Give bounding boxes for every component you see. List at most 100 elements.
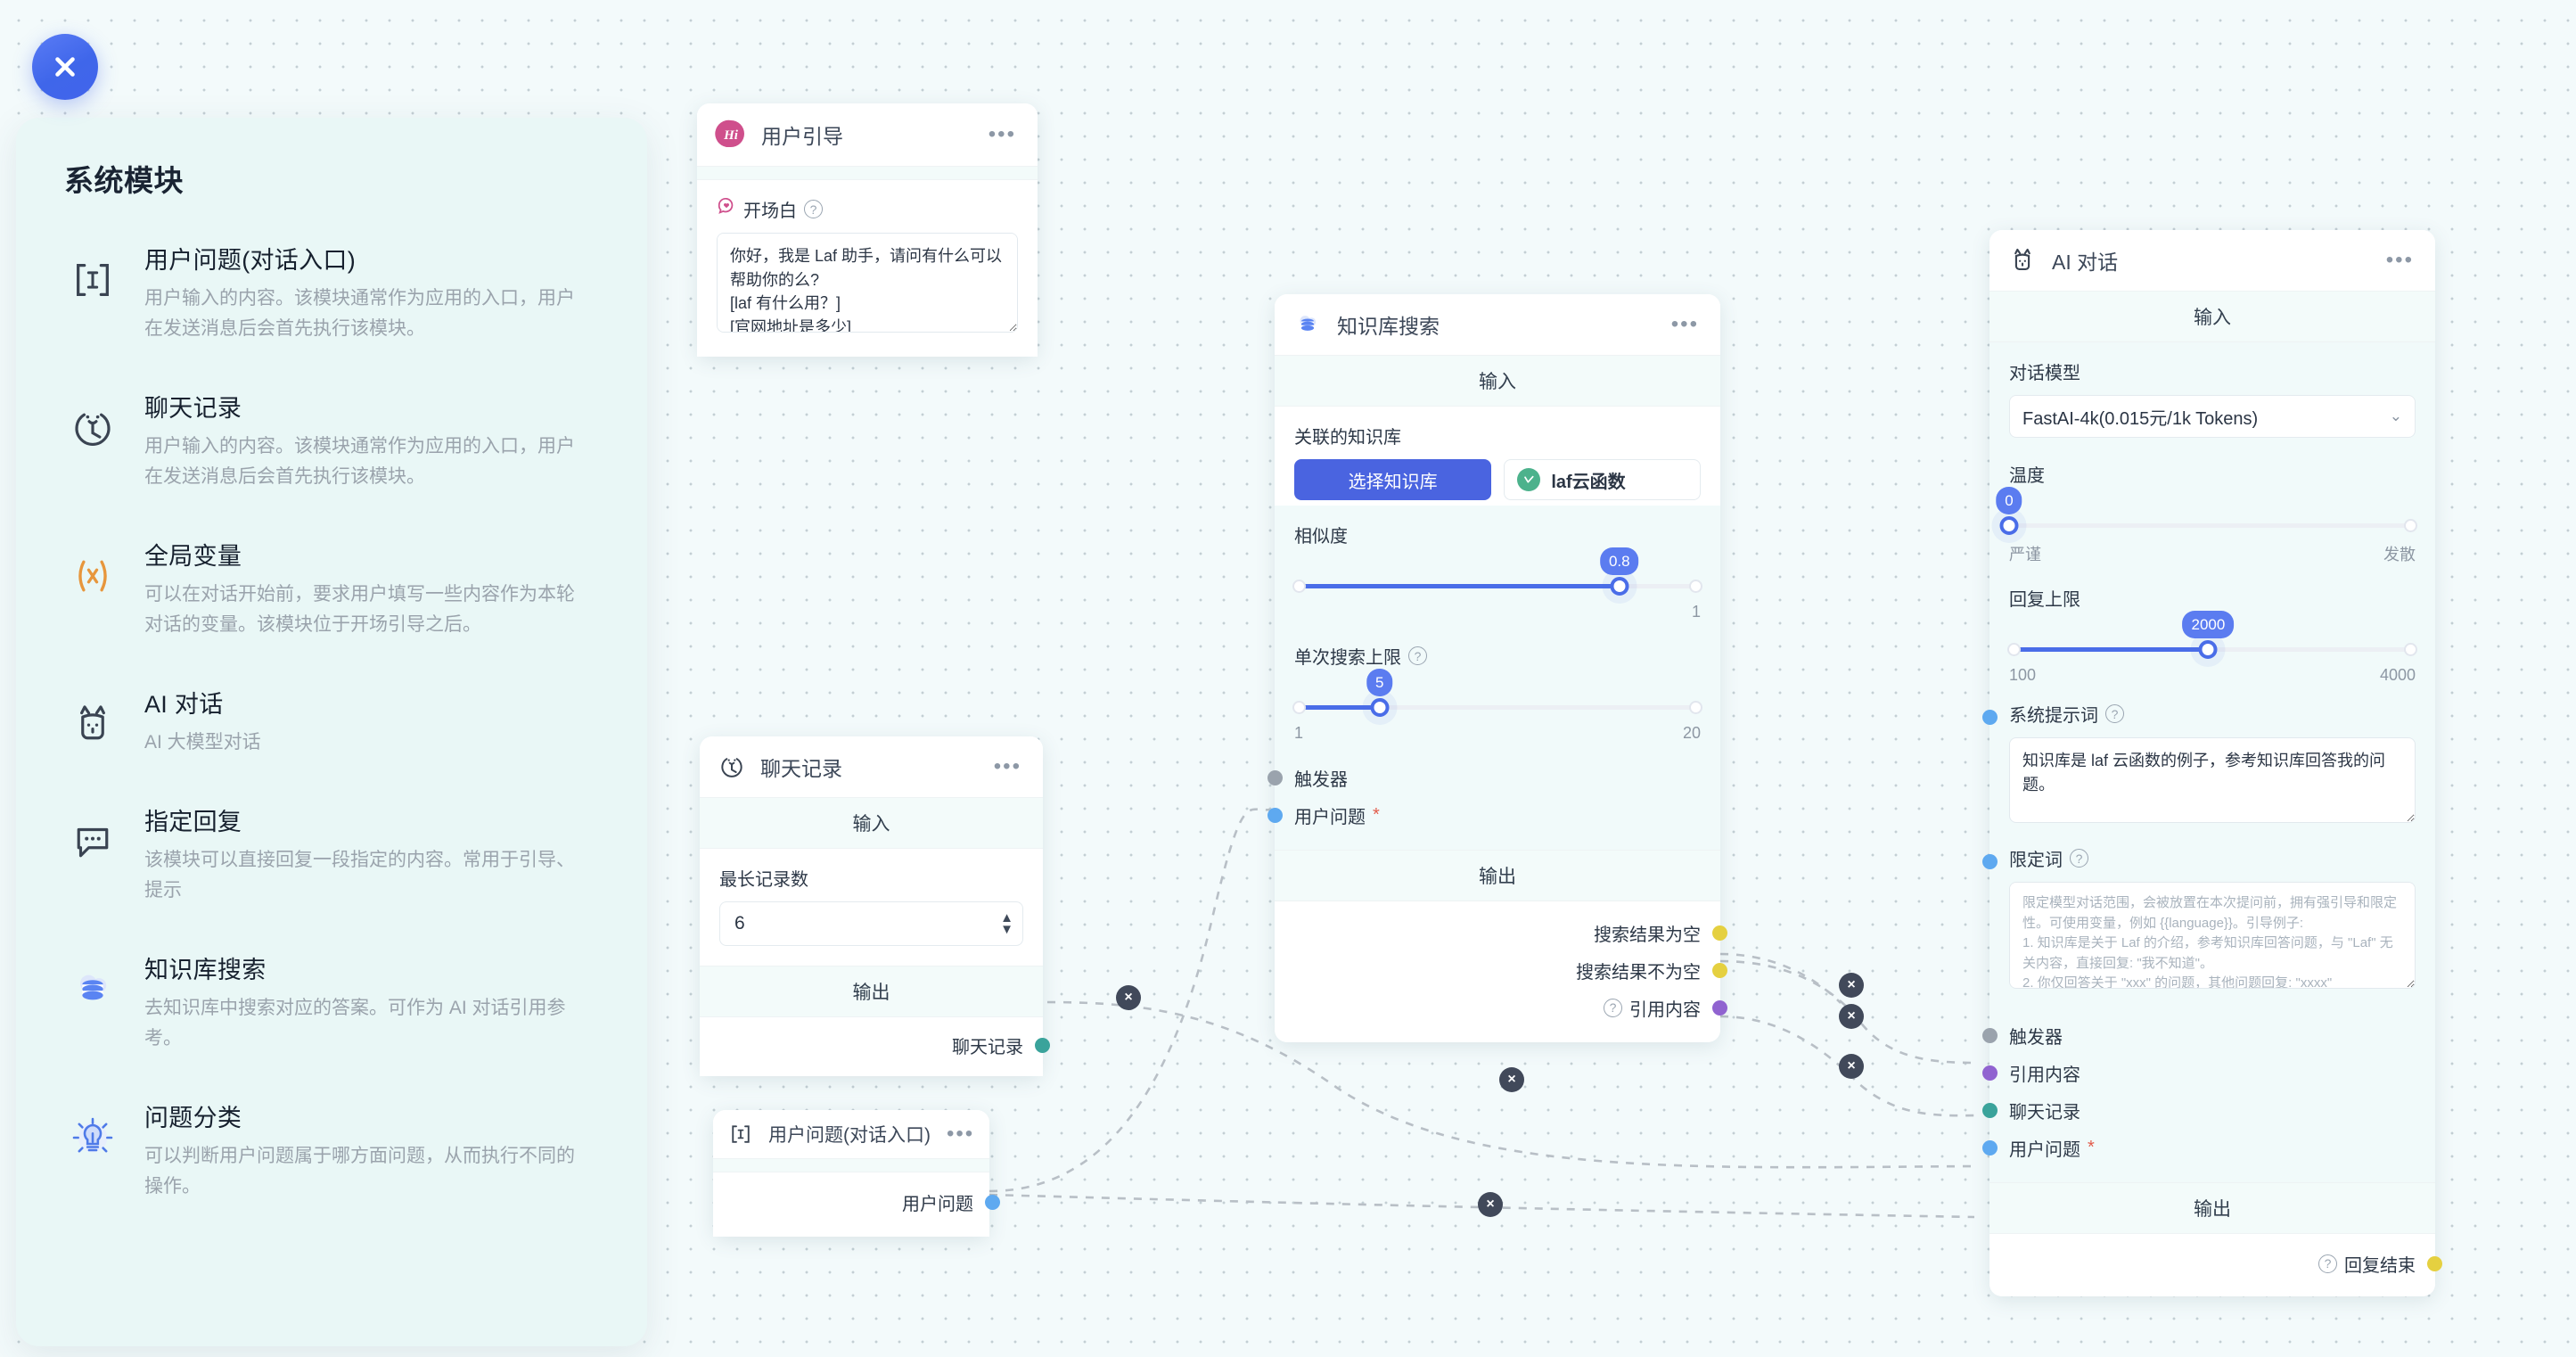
- edge-delete-button[interactable]: ×: [1839, 1004, 1864, 1029]
- input-port-quote-content[interactable]: 引用内容: [1982, 1054, 2416, 1091]
- help-icon[interactable]: ?: [1604, 998, 1622, 1017]
- port-handle[interactable]: [1035, 1037, 1050, 1053]
- input-port-trigger[interactable]: 触发器: [1267, 759, 1701, 796]
- search-limit-slider[interactable]: 5: [1292, 669, 1702, 719]
- sidebar-item-desc: 该模块可以直接回复一段指定的内容。常用于引导、提示: [144, 850, 575, 901]
- node-kb-search[interactable]: 知识库搜索 ••• 输入 关联的知识库 选择知识库 laf云函数 相似度: [1267, 294, 1727, 1042]
- port-handle[interactable]: [1267, 807, 1283, 823]
- port-handle[interactable]: [1982, 1065, 1998, 1081]
- system-modules-panel: 系统模块 用户问题(对话入口) 用户输入的内容。该模块通常作为应用的入口，用户在…: [16, 118, 647, 1346]
- port-handle[interactable]: [1712, 962, 1727, 978]
- output-section-label: 输出: [1275, 850, 1720, 901]
- help-icon[interactable]: ?: [2105, 704, 2124, 723]
- edge-delete-button[interactable]: ×: [1839, 1054, 1864, 1079]
- related-kb-label: 关联的知识库: [1294, 428, 1401, 448]
- port-handle[interactable]: [1982, 1027, 1998, 1043]
- edge-delete-button[interactable]: ×: [1116, 985, 1141, 1010]
- port-handle[interactable]: [1712, 925, 1727, 941]
- output-port-user-question[interactable]: 用户问题: [729, 1183, 1000, 1221]
- node-body-temperature: 温度 0 严谨 发散: [1989, 448, 2435, 569]
- port-handle[interactable]: [1982, 1139, 1998, 1156]
- node-outputs: 用户问题: [713, 1172, 1000, 1237]
- slider-thumb[interactable]: [1999, 516, 2019, 535]
- node-body-maxtokens: 回复上限 2000 100 4000: [1989, 569, 2435, 688]
- input-port-user-question[interactable]: 用户问题*: [1267, 796, 1701, 834]
- scale-min: 1: [1294, 724, 1304, 742]
- edge-delete-button[interactable]: ×: [1839, 973, 1864, 998]
- slider-min-dot: [1292, 701, 1306, 714]
- port-handle[interactable]: [1267, 769, 1283, 785]
- port-handle-limit-prompt[interactable]: [1982, 854, 1998, 869]
- help-icon[interactable]: ?: [2070, 849, 2088, 868]
- output-port-reply-end[interactable]: ? 回复结束: [2009, 1245, 2442, 1282]
- input-port-user-question[interactable]: 用户问题*: [1982, 1129, 2416, 1166]
- node-menu-button[interactable]: •••: [988, 121, 1016, 146]
- sidebar-item-ai-chat[interactable]: AI 对话 AI 大模型对话: [64, 683, 599, 758]
- node-divider: [697, 166, 1038, 180]
- edge-delete-button[interactable]: ×: [1478, 1192, 1503, 1217]
- input-section-label: 输入: [1275, 355, 1720, 407]
- select-kb-button[interactable]: 选择知识库: [1294, 459, 1492, 500]
- stepper-up-icon[interactable]: ▲: [1000, 910, 1013, 925]
- max-tokens-slider[interactable]: 2000: [2007, 611, 2417, 661]
- sidebar-item-global-variable[interactable]: 全局变量 可以在对话开始前，要求用户填写一些内容作为本轮对话的变量。该模块位于开…: [64, 535, 599, 640]
- svg-text:Hi: Hi: [723, 128, 739, 143]
- sidebar-item-specified-reply[interactable]: 指定回复 该模块可以直接回复一段指定的内容。常用于引导、提示: [64, 801, 599, 906]
- opening-statement-textarea[interactable]: [717, 233, 1018, 333]
- sidebar-item-label: AI 对话: [144, 691, 224, 719]
- node-body-model: 对话模型 FastAI-4k(0.015元/1k Tokens) ⌄: [1989, 342, 2435, 448]
- max-records-input[interactable]: 6 ▲▼: [719, 901, 1023, 946]
- port-handle[interactable]: [1982, 1102, 1998, 1118]
- node-user-guide[interactable]: Hi 用户引导 ••• 开场白 ?: [697, 103, 1038, 357]
- node-body-similarity: 相似度 0.8 1: [1275, 506, 1720, 625]
- help-icon[interactable]: ?: [2318, 1254, 2337, 1273]
- node-menu-button[interactable]: •••: [1670, 311, 1699, 336]
- input-port-chat-history[interactable]: 聊天记录: [1982, 1091, 2416, 1129]
- required-mark: *: [2088, 1137, 2095, 1157]
- input-port-trigger[interactable]: 触发器: [1982, 1016, 2416, 1054]
- node-menu-button[interactable]: •••: [993, 753, 1021, 778]
- sidebar-item-kb-search[interactable]: 知识库搜索 去知识库中搜索对应的答案。可作为 AI 对话引用参考。: [64, 949, 599, 1054]
- temperature-slider[interactable]: 0: [1996, 487, 2417, 537]
- help-icon[interactable]: ?: [1408, 646, 1427, 665]
- text-input-icon: [727, 1121, 754, 1147]
- scale-max: 发散: [2383, 546, 2416, 563]
- limit-prompt-textarea[interactable]: [2009, 882, 2416, 989]
- sidebar-item-chat-history[interactable]: 聊天记录 用户输入的内容。该模块通常作为应用的入口，用户在发送消息后会首先执行该…: [64, 387, 599, 492]
- node-menu-button[interactable]: •••: [947, 1121, 975, 1146]
- input-section-label: 输入: [700, 797, 1043, 849]
- output-port-chat-history[interactable]: 聊天记录: [719, 1026, 1050, 1064]
- slider-value-bubble: 0: [1996, 487, 2022, 514]
- system-prompt-textarea[interactable]: [2009, 737, 2416, 823]
- edge-delete-button[interactable]: ×: [1499, 1067, 1524, 1092]
- port-handle[interactable]: [2427, 1255, 2442, 1271]
- close-panel-button[interactable]: [32, 34, 98, 100]
- input-section-label: 输入: [1989, 291, 2435, 342]
- sidebar-item-question-classify[interactable]: 问题分类 可以判断用户问题属于哪方面问题，从而执行不同的操作。: [64, 1097, 599, 1202]
- sidebar-item-user-question[interactable]: 用户问题(对话入口) 用户输入的内容。该模块通常作为应用的入口，用户在发送消息后…: [64, 239, 599, 344]
- chevron-down-icon: ⌄: [2389, 407, 2402, 424]
- output-port-quote-content[interactable]: ? 引用内容: [1294, 989, 1727, 1026]
- node-menu-button[interactable]: •••: [2385, 247, 2414, 272]
- port-handle-system-prompt[interactable]: [1982, 710, 1998, 725]
- stepper-down-icon[interactable]: ▼: [1000, 922, 1013, 937]
- model-select[interactable]: FastAI-4k(0.015元/1k Tokens) ⌄: [2009, 395, 2416, 438]
- port-handle[interactable]: [985, 1194, 1000, 1210]
- slider-thumb[interactable]: [1370, 698, 1390, 717]
- similarity-slider[interactable]: 0.8: [1292, 547, 1702, 597]
- output-port-nonempty-result[interactable]: 搜索结果不为空: [1294, 951, 1727, 989]
- node-outputs: 聊天记录: [700, 1017, 1050, 1076]
- port-label: 引用内容: [2009, 1065, 2080, 1085]
- node-header: 聊天记录 •••: [700, 736, 1043, 797]
- help-icon[interactable]: ?: [804, 200, 823, 218]
- node-header: AI 对话 •••: [1989, 230, 2435, 291]
- slider-thumb[interactable]: [1610, 577, 1629, 596]
- slider-thumb[interactable]: [2198, 640, 2218, 659]
- port-handle[interactable]: [1712, 999, 1727, 1016]
- node-ai-chat[interactable]: AI 对话 ••• 输入 对话模型 FastAI-4k(0.015元/1k To…: [1982, 230, 2442, 1296]
- node-user-question[interactable]: 用户问题(对话入口) ••• 用户问题: [713, 1110, 1000, 1237]
- output-port-empty-result[interactable]: 搜索结果为空: [1294, 914, 1727, 951]
- kb-chip-laf[interactable]: laf云函数: [1504, 459, 1701, 500]
- stepper-buttons[interactable]: ▲▼: [1000, 910, 1013, 937]
- node-chat-history[interactable]: 聊天记录 ••• 输入 最长记录数 6 ▲▼ 输出 聊天记录: [700, 736, 1050, 1076]
